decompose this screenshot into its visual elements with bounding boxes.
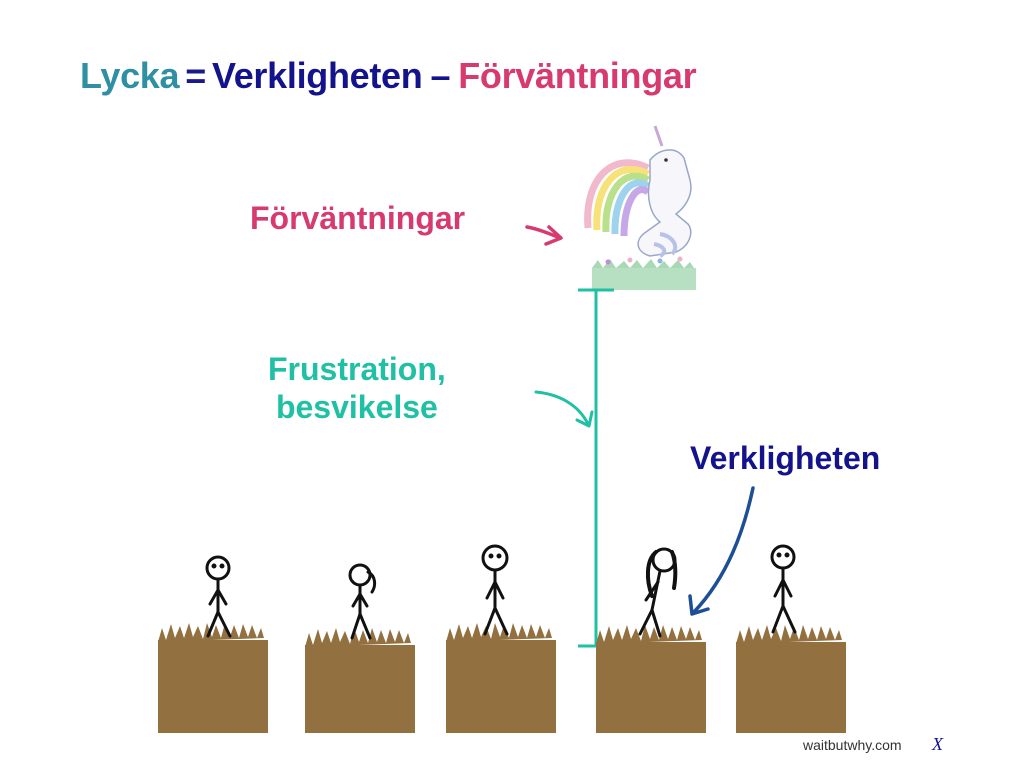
pillar (158, 623, 268, 733)
pillar (446, 623, 556, 733)
pillar (596, 625, 706, 733)
ground-pillars (158, 623, 846, 733)
title-minus: – (430, 55, 451, 96)
label-frustration-line1: Frustration, (268, 351, 446, 387)
label-verkligheten: Verkligheten (690, 440, 881, 476)
title-lycka: Lycka (80, 55, 180, 96)
forvantningar-arrow (525, 225, 562, 240)
title-verkligheten: Verkligheten (211, 55, 423, 96)
source-credit: waitbutwhy.com (803, 737, 902, 753)
pillar (305, 628, 415, 733)
corner-mark: X (932, 734, 943, 754)
label-frustration: Frustration, besvikelse (268, 350, 446, 426)
title-forvantningar: Förväntningar (458, 55, 697, 96)
title-equals: = (185, 55, 206, 96)
label-frustration-line2: besvikelse (275, 389, 438, 425)
stick-person (481, 544, 509, 636)
pillar (736, 625, 846, 733)
page-title: Lycka=Verkligheten–Förväntningar (80, 55, 697, 97)
label-forvantningar: Förväntningar (250, 200, 466, 236)
stick-person (205, 555, 232, 638)
stick-person (770, 544, 797, 634)
frustration-arrow (534, 390, 590, 426)
verkligheten-arrow (692, 486, 755, 614)
unicorn-rainbow-icon (584, 125, 696, 290)
stick-person-ponytail (348, 563, 377, 640)
expectation-gap-line (578, 288, 614, 648)
stick-person-long-hair (638, 547, 678, 638)
